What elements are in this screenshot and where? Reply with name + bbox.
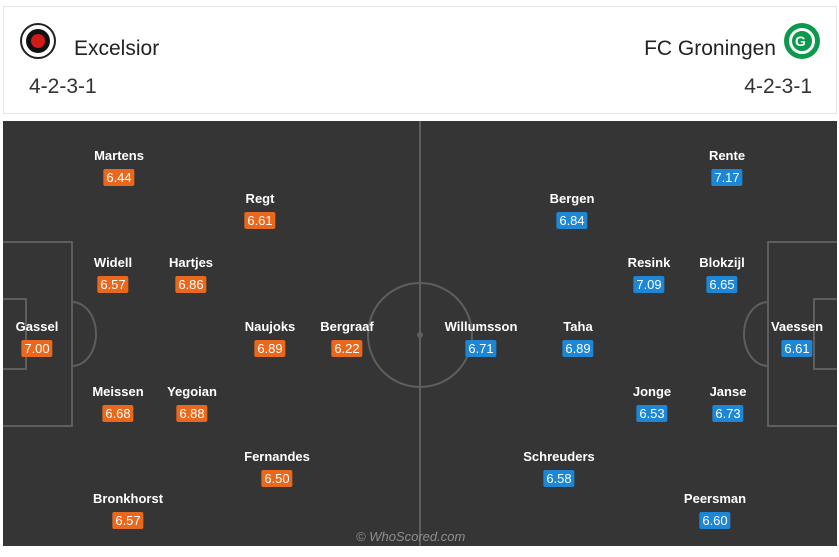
player-rating: 6.44 — [103, 169, 135, 186]
player-rating: 6.58 — [543, 470, 575, 487]
player-rating: 6.57 — [112, 512, 144, 529]
player-rating: 6.73 — [712, 405, 744, 422]
pitch — [3, 121, 837, 546]
home-team-name[interactable]: Excelsior — [74, 37, 160, 60]
player-rating: 6.57 — [97, 276, 129, 293]
player-rating: 7.00 — [21, 340, 53, 357]
player-rating: 6.60 — [699, 512, 731, 529]
player-rating: 6.71 — [465, 340, 497, 357]
player-rating: 6.84 — [556, 212, 588, 229]
fc-groningen-crest-icon[interactable]: G — [784, 23, 820, 59]
home-goal-box — [3, 298, 27, 370]
player-rating: 6.22 — [331, 340, 363, 357]
away-formation: 4-2-3-1 — [744, 75, 812, 98]
player-rating: 6.89 — [254, 340, 286, 357]
player-rating: 6.68 — [102, 405, 134, 422]
excelsior-crest-icon[interactable] — [20, 23, 56, 59]
player-rating: 7.17 — [711, 169, 743, 186]
player-rating: 6.53 — [636, 405, 668, 422]
player-rating: 7.09 — [633, 276, 665, 293]
player-rating: 6.65 — [706, 276, 738, 293]
player-rating: 6.88 — [176, 405, 208, 422]
whoscored-watermark: © WhoScored.com — [356, 529, 466, 544]
player-rating: 6.86 — [175, 276, 207, 293]
player-rating: 6.61 — [244, 212, 276, 229]
center-circle — [367, 282, 473, 388]
player-rating: 6.61 — [781, 340, 813, 357]
player-rating: 6.89 — [562, 340, 594, 357]
match-header: Excelsior 4-2-3-1 G FC Groningen 4-2-3-1 — [3, 6, 837, 114]
away-goal-box — [813, 298, 837, 370]
home-formation: 4-2-3-1 — [29, 75, 97, 98]
away-team-name[interactable]: FC Groningen — [644, 37, 776, 60]
center-spot — [417, 332, 423, 338]
player-rating: 6.50 — [261, 470, 293, 487]
